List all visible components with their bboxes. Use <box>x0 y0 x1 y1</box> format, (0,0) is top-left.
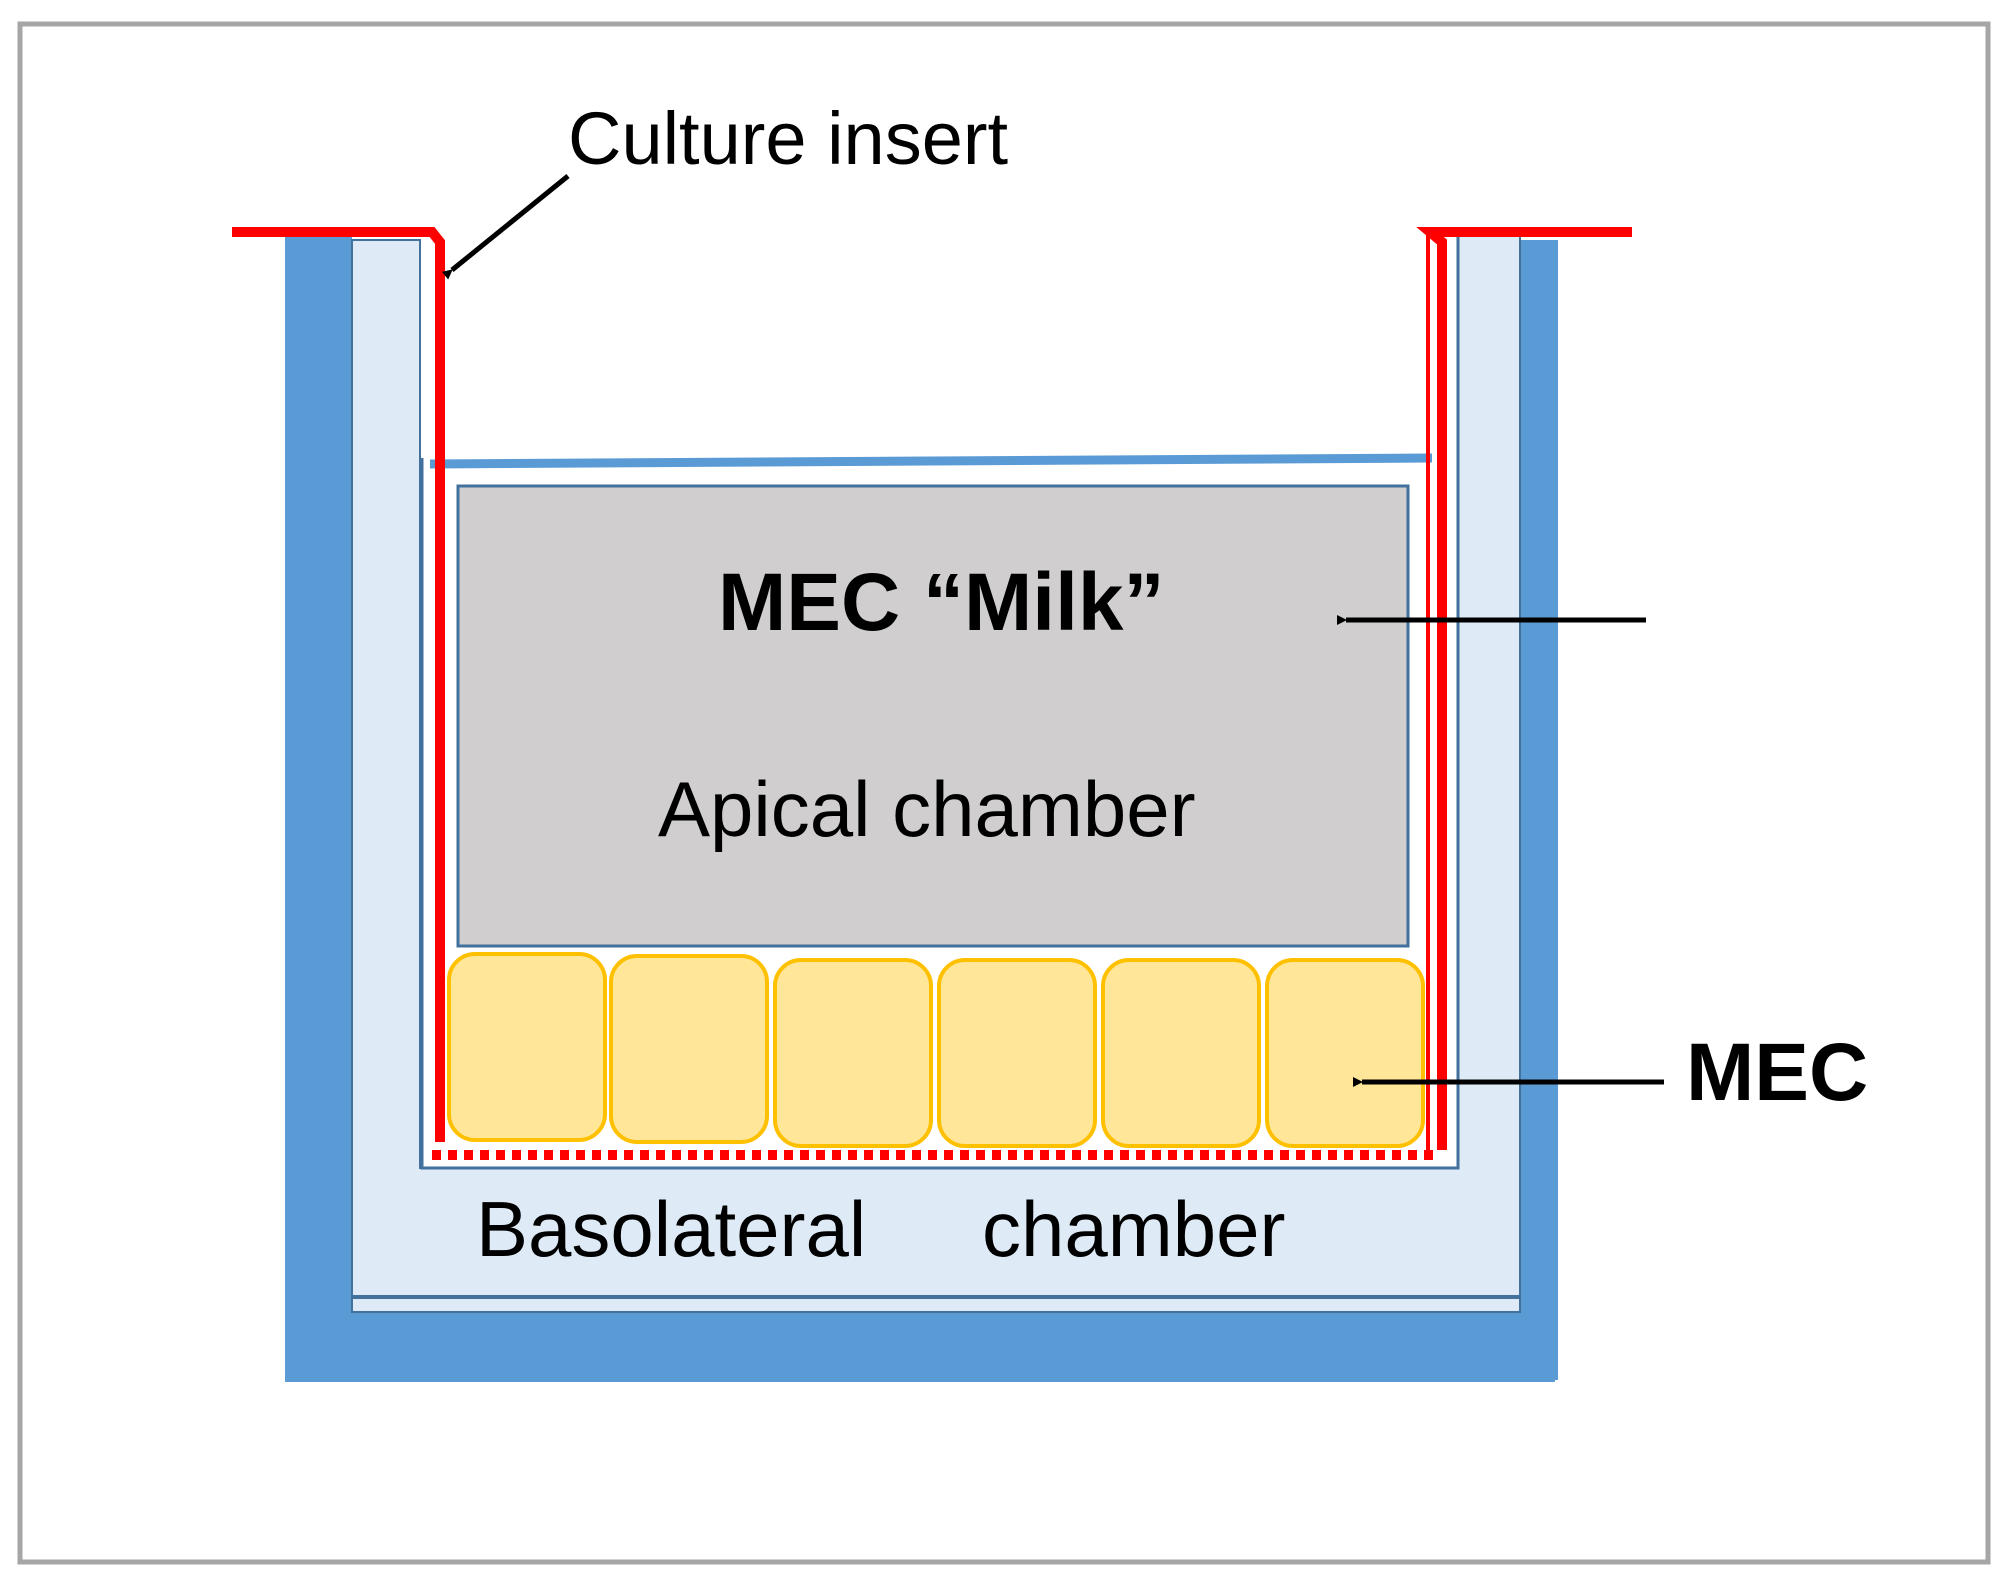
culture-insert-walls <box>232 227 1632 1150</box>
insert-outline <box>420 232 1460 1170</box>
mec-label: MEC <box>1686 1027 1868 1118</box>
mec-cell-layer <box>447 952 1425 1148</box>
well-floor-line <box>351 1297 1521 1313</box>
culture-insert-arrow <box>441 174 570 280</box>
milk-label: MEC “Milk” <box>718 557 1164 648</box>
mec-cell <box>1101 958 1261 1148</box>
mec-cell <box>609 954 769 1144</box>
apical-chamber <box>456 484 1410 948</box>
mec-cell <box>937 958 1097 1148</box>
mec-cell <box>773 958 933 1148</box>
medium-surface-line <box>429 453 1433 469</box>
mec-cell <box>1265 958 1425 1148</box>
mec-cell <box>447 952 607 1142</box>
chamber-label: chamber <box>982 1185 1285 1273</box>
culture-insert-label: Culture insert <box>568 97 1009 180</box>
apical-chamber-label: Apical chamber <box>658 765 1196 853</box>
basolateral-label: Basolateral <box>476 1185 866 1273</box>
